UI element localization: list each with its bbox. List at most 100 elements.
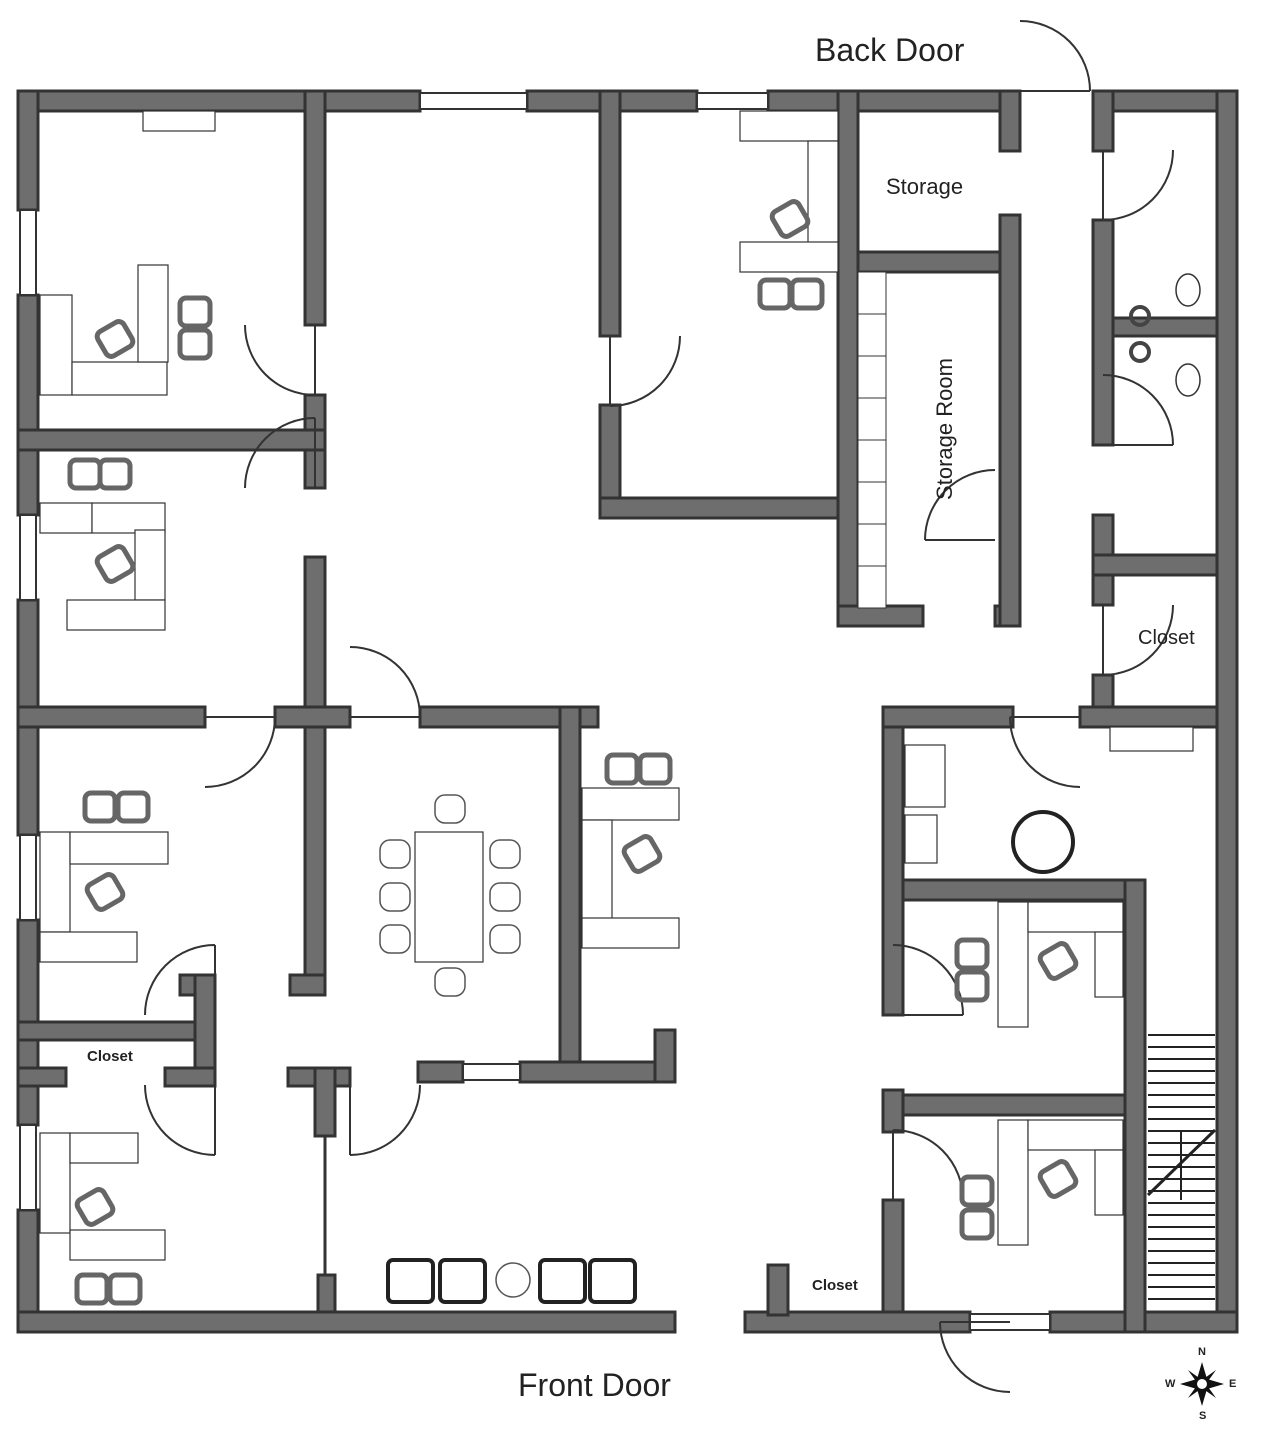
wall (1111, 316, 1219, 338)
window (19, 209, 37, 296)
shelf (857, 481, 887, 525)
conference-chair (489, 839, 521, 869)
desk (414, 831, 484, 963)
closet-front-label: Closet (812, 1277, 858, 1294)
desk (39, 931, 138, 963)
door-swing (924, 469, 996, 541)
wall (1078, 705, 1219, 729)
desk (904, 744, 946, 808)
desk (142, 110, 216, 132)
desk (39, 502, 93, 534)
desk (904, 814, 938, 864)
door-swing (144, 1084, 216, 1156)
conference-chair (489, 924, 521, 954)
desk (997, 901, 1029, 1028)
chair (74, 1272, 110, 1306)
desk (69, 831, 169, 865)
wall (1091, 553, 1219, 577)
door-swing (349, 1084, 421, 1156)
wall (163, 1066, 217, 1088)
shelf (857, 355, 887, 399)
toilet (1175, 363, 1201, 397)
conference-chair (434, 967, 466, 997)
lobby-chair (588, 1258, 637, 1304)
shelf (857, 313, 887, 357)
chair (604, 752, 640, 786)
wall (1215, 89, 1239, 1334)
compass-center-icon (1195, 1377, 1209, 1391)
chair (621, 834, 663, 874)
wall (766, 1263, 790, 1317)
shelf (857, 565, 887, 609)
window (19, 834, 37, 921)
chair (67, 457, 103, 491)
wall (1123, 878, 1147, 1334)
wall (518, 1060, 677, 1084)
desk (69, 1132, 139, 1164)
door-swing (1102, 604, 1174, 676)
shelf (857, 271, 887, 315)
chair (954, 937, 990, 971)
desk (1027, 1119, 1124, 1151)
chair (959, 1207, 995, 1241)
wall (1091, 218, 1115, 447)
wall (288, 973, 327, 997)
conference-chair (489, 882, 521, 912)
compass-n: N (1198, 1346, 1206, 1358)
wall (901, 878, 1147, 902)
door-swing (1102, 149, 1174, 221)
chair (94, 319, 136, 359)
door-swing (204, 716, 276, 788)
wall (1091, 89, 1115, 153)
wall (316, 1273, 337, 1314)
kitchen-table (1011, 810, 1075, 874)
wall (558, 705, 582, 1064)
toilet (1175, 273, 1201, 307)
door-swing (244, 324, 316, 396)
chair (959, 1174, 995, 1208)
chair (757, 277, 793, 311)
wall (836, 89, 860, 628)
wall (16, 705, 207, 729)
chair (115, 790, 151, 824)
wall (16, 1020, 200, 1042)
chair (769, 199, 811, 239)
lobby-table (495, 1262, 531, 1298)
wall (303, 89, 327, 327)
wall (273, 705, 352, 729)
shelf (857, 523, 887, 567)
sink (1129, 305, 1151, 327)
door-swing (1009, 716, 1081, 788)
wall (313, 1066, 337, 1138)
chair (107, 1272, 143, 1306)
closet-east-label: Closet (1138, 627, 1195, 649)
compass-s: S (1199, 1410, 1207, 1422)
desk (1094, 931, 1124, 998)
desk (807, 140, 839, 262)
wall (416, 1060, 465, 1084)
conference-chair (379, 839, 411, 869)
chair (637, 752, 673, 786)
desk (1027, 901, 1124, 933)
wall (1091, 89, 1239, 113)
desk (581, 787, 680, 821)
wall (303, 555, 327, 729)
chair (94, 544, 136, 584)
desk (39, 294, 73, 396)
desk (134, 529, 166, 601)
desk (137, 264, 169, 363)
wall (766, 89, 1022, 113)
door-swing (939, 1321, 1011, 1393)
chair (84, 872, 126, 912)
wall (16, 89, 422, 113)
chair (1037, 1159, 1079, 1199)
wall (836, 604, 925, 628)
chair (74, 1187, 116, 1227)
storage-label: Storage (886, 174, 964, 199)
desk (739, 110, 839, 142)
back-door-label: Back Door (815, 32, 965, 68)
sink (1129, 341, 1151, 363)
door-swing (349, 646, 421, 718)
wall (881, 1198, 905, 1314)
compass-e: E (1229, 1378, 1237, 1390)
